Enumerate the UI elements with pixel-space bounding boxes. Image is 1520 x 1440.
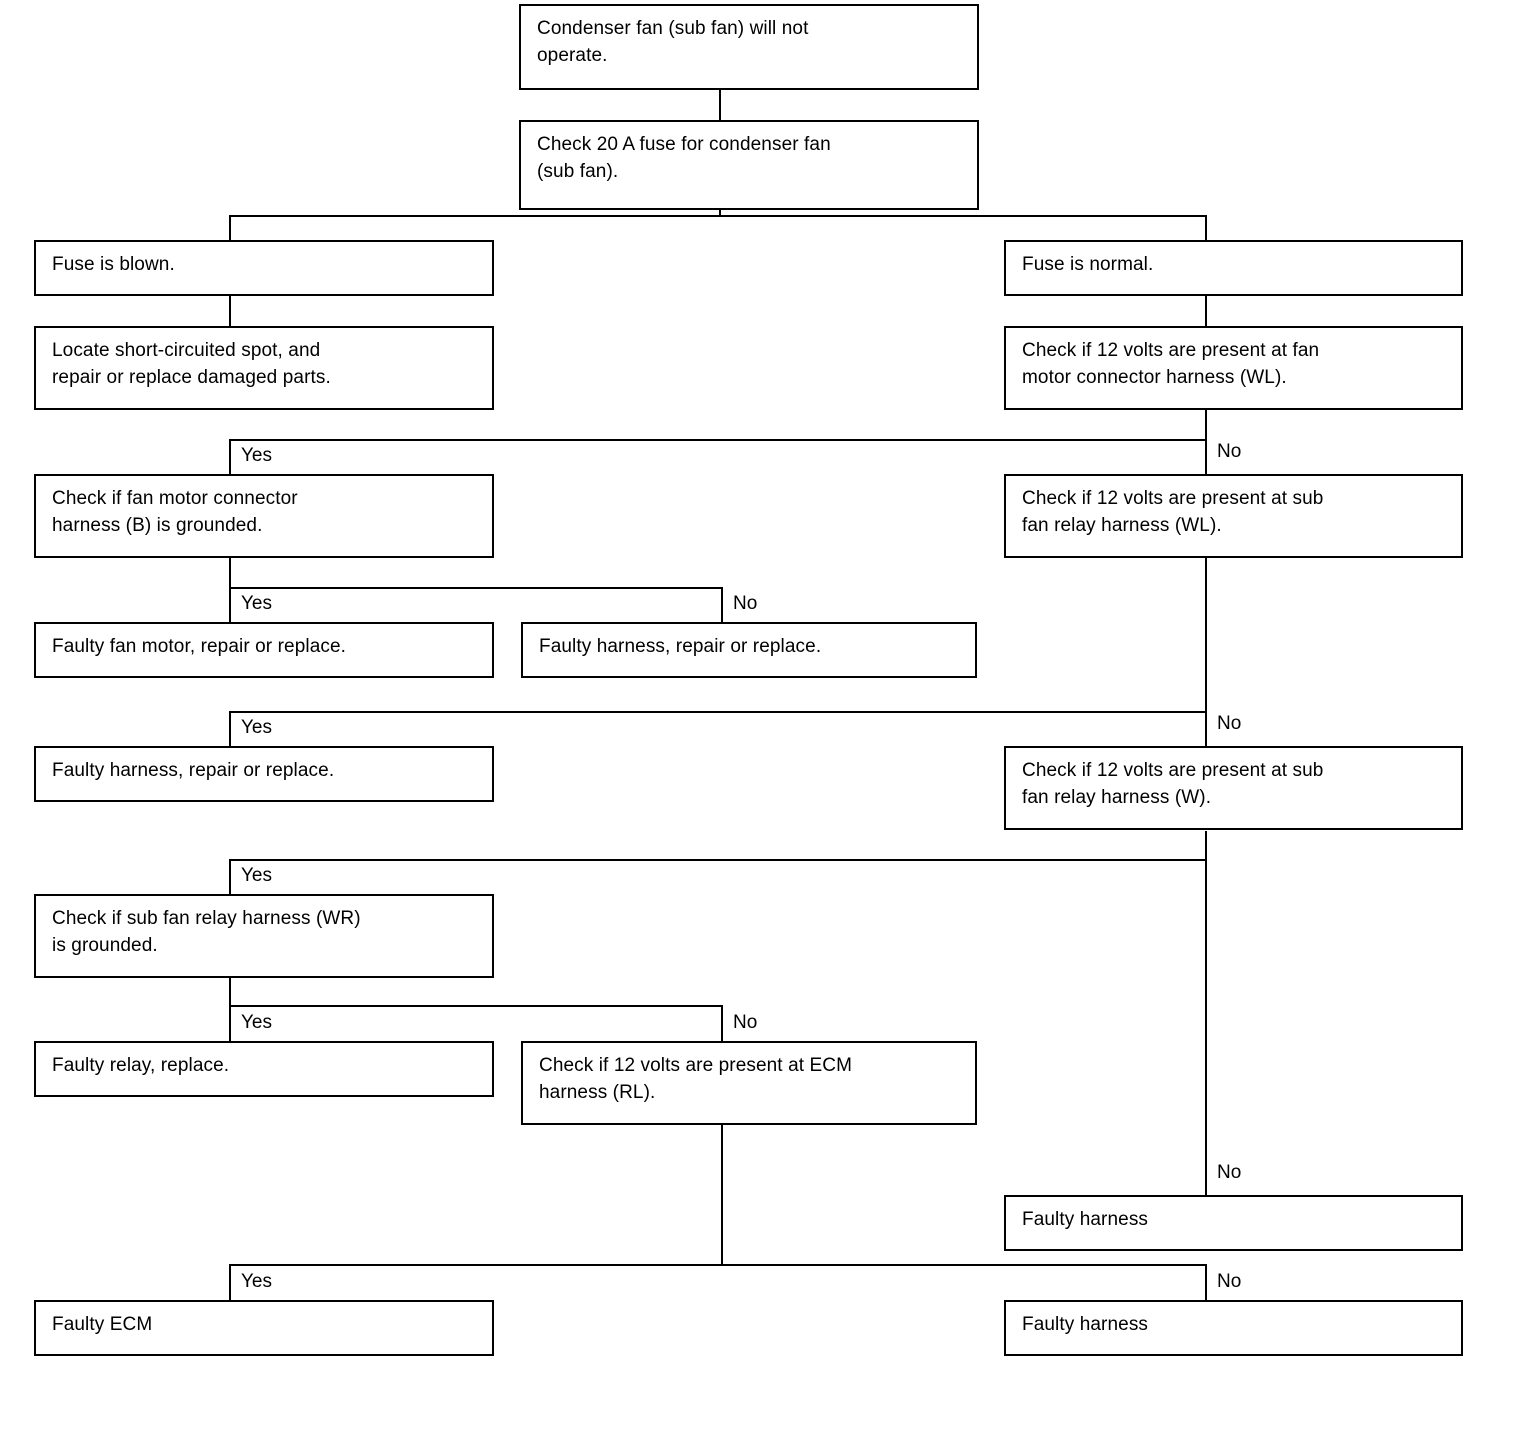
connector-n6-stem — [1205, 407, 1207, 441]
node-check-12v-relay-wl: Check if 12 volts are present at sub fan… — [1004, 474, 1463, 558]
connector-split-bar-n12 — [229, 859, 1207, 861]
node-faulty-fan-motor: Faulty fan motor, repair or replace. — [34, 622, 494, 678]
connector-n12-stem — [1205, 831, 1207, 861]
connector-split-bar-n6 — [229, 439, 1207, 441]
connector-split-bar-n8 — [229, 711, 1207, 713]
connector-n2-stem — [719, 208, 721, 217]
node-locate-short: Locate short-circuited spot, and repair … — [34, 326, 494, 410]
edge-label-final-yes: Yes — [241, 1271, 272, 1292]
connector-n8-no-down — [1205, 711, 1207, 747]
edge-label-n12-yes: Yes — [241, 865, 272, 886]
connector-n12-no-long — [1205, 859, 1207, 1195]
edge-label-n8-yes: Yes — [241, 717, 272, 738]
connector-to-n3 — [229, 215, 231, 241]
node-check-fan-motor-ground: Check if fan motor connector harness (B)… — [34, 474, 494, 558]
connector-n1-n2 — [719, 88, 721, 122]
connector-to-n4 — [1205, 215, 1207, 241]
node-faulty-harness-ecm-branch: Faulty harness — [1004, 1300, 1463, 1356]
connector-n4-n6 — [1205, 294, 1207, 326]
connector-n13-no-down — [721, 1005, 723, 1041]
connector-n13-yes-down — [229, 1005, 231, 1041]
connector-n7-stem — [229, 557, 231, 589]
node-problem-statement: Condenser fan (sub fan) will not operate… — [519, 4, 979, 90]
connector-n7-no-down — [721, 587, 723, 623]
edge-label-n13-yes: Yes — [241, 1012, 272, 1033]
connector-n6-yes-down — [229, 439, 231, 475]
connector-n7-yes-down — [229, 587, 231, 623]
connector-n15-stem — [721, 1125, 723, 1266]
connector-n8-yes-down — [229, 711, 231, 747]
node-check-fuse: Check 20 A fuse for condenser fan (sub f… — [519, 120, 979, 210]
node-check-12v-fan-motor: Check if 12 volts are present at fan mot… — [1004, 326, 1463, 410]
edge-label-n7-no: No — [733, 593, 758, 614]
node-check-relay-wr-ground: Check if sub fan relay harness (WR) is g… — [34, 894, 494, 978]
node-faulty-relay: Faulty relay, replace. — [34, 1041, 494, 1097]
edge-label-final-no: No — [1217, 1271, 1242, 1292]
node-faulty-harness-relay-w-branch: Faulty harness — [1004, 1195, 1463, 1251]
connector-final-no-down — [1205, 1264, 1207, 1300]
node-fuse-blown: Fuse is blown. — [34, 240, 494, 296]
node-check-12v-ecm: Check if 12 volts are present at ECM har… — [521, 1041, 977, 1125]
connector-split-bar-n13 — [229, 1005, 723, 1007]
connector-split-bar-n7 — [229, 587, 723, 589]
node-fuse-normal: Fuse is normal. — [1004, 240, 1463, 296]
connector-split-bar-fuse — [229, 215, 1207, 217]
connector-final-yes-down — [229, 1264, 231, 1300]
edge-label-n13-no: No — [733, 1012, 758, 1033]
edge-label-n12-no: No — [1217, 1162, 1242, 1183]
connector-n12-yes-down — [229, 859, 231, 895]
connector-split-bar-final — [229, 1264, 1207, 1266]
edge-label-n6-yes: Yes — [241, 445, 272, 466]
node-check-12v-relay-w: Check if 12 volts are present at sub fan… — [1004, 746, 1463, 830]
node-faulty-ecm: Faulty ECM — [34, 1300, 494, 1356]
edge-label-n6-no: No — [1217, 441, 1242, 462]
node-faulty-harness-relay-wl-branch: Faulty harness, repair or replace. — [34, 746, 494, 802]
edge-label-n8-no: No — [1217, 713, 1242, 734]
edge-label-n7-yes: Yes — [241, 593, 272, 614]
node-faulty-harness-motor-branch: Faulty harness, repair or replace. — [521, 622, 977, 678]
connector-n3-n5 — [229, 294, 231, 326]
connector-n13-stem — [229, 977, 231, 1007]
connector-n8-stem — [1205, 557, 1207, 712]
connector-n6-no-down — [1205, 439, 1207, 475]
